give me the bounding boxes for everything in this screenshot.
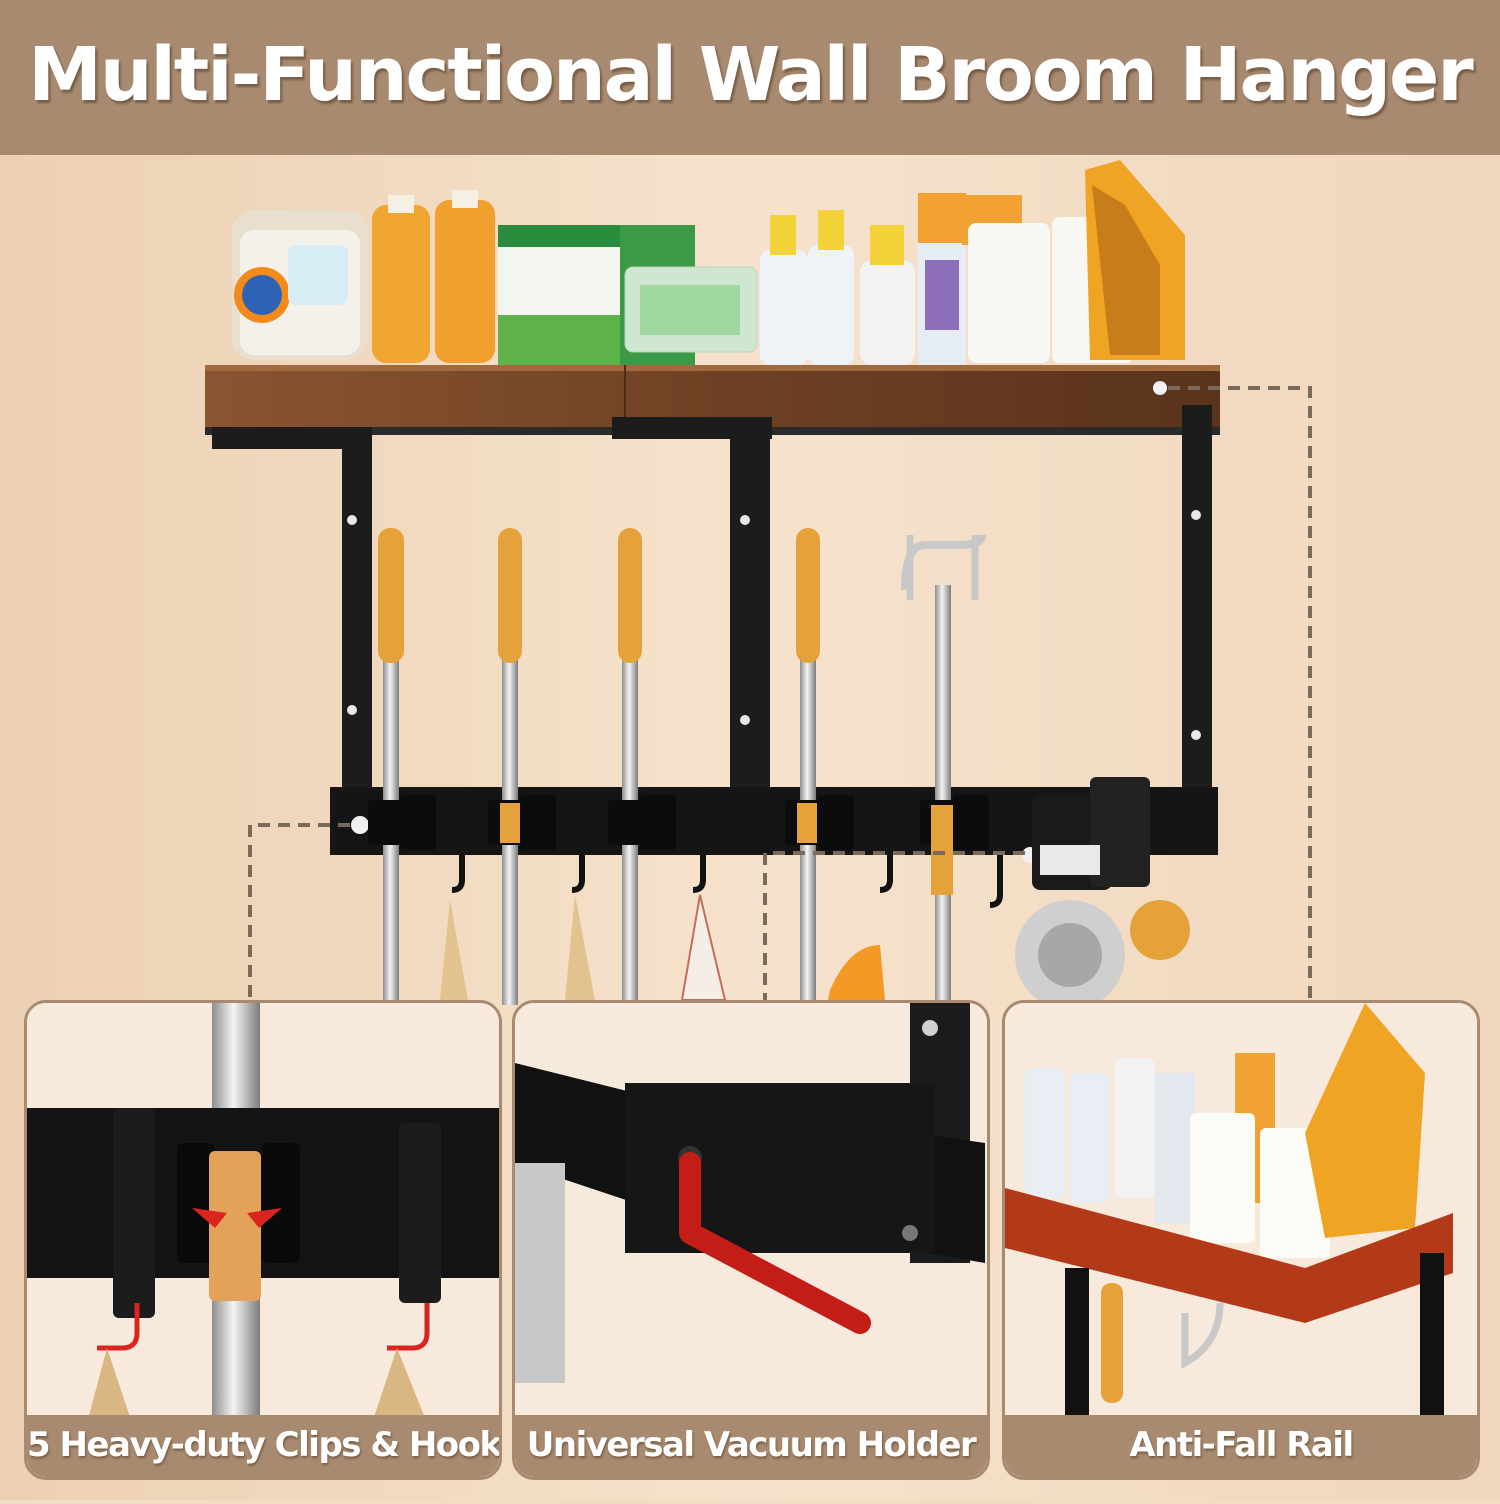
caption-vacuum-holder: Universal Vacuum Holder [515, 1415, 987, 1477]
brackets [212, 405, 1212, 815]
caption-clips-hooks: 5 Heavy-duty Clips & Hooks [27, 1415, 499, 1477]
rail-detail-image [1005, 1003, 1477, 1477]
hooks [451, 855, 1003, 908]
header-banner: Multi-Functional Wall Broom Hanger [0, 0, 1500, 155]
callout-lines [248, 386, 1312, 1005]
vacuum-holder [1015, 777, 1190, 1010]
shelf-items [232, 160, 1185, 365]
page-title: Multi-Functional Wall Broom Hanger [28, 32, 1474, 118]
orange-clip-bands [500, 803, 953, 895]
panel-anti-fall-rail: Anti-Fall Rail [1002, 1000, 1480, 1480]
clips-detail-image [27, 1003, 499, 1477]
hanging-items [440, 894, 885, 1001]
panel-vacuum-holder: Universal Vacuum Holder [512, 1000, 990, 1480]
vacuum-detail-image [515, 1003, 987, 1477]
caption-anti-fall-rail: Anti-Fall Rail [1005, 1415, 1477, 1477]
panel-clips-hooks: 5 Heavy-duty Clips & Hooks [24, 1000, 502, 1480]
